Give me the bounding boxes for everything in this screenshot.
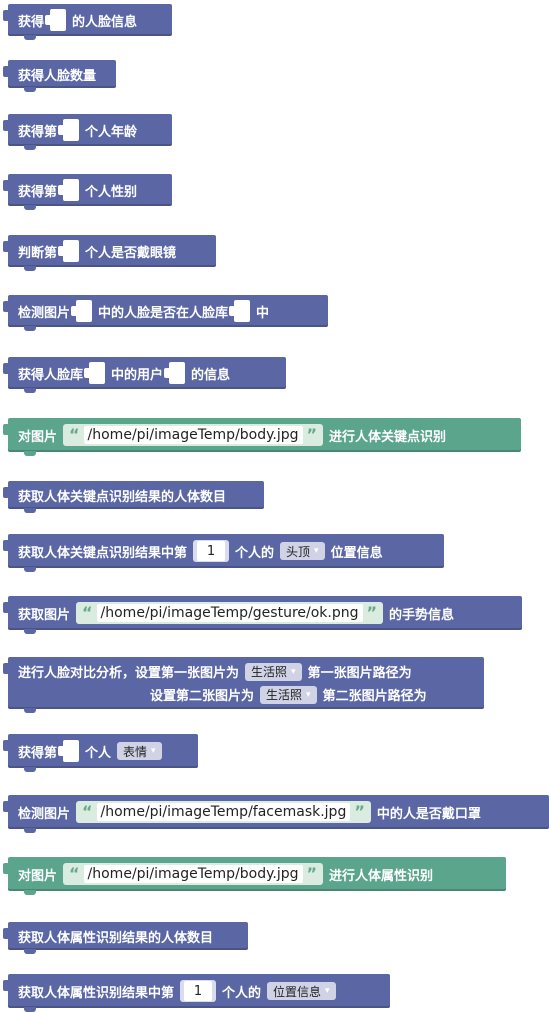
chevron-down-icon: ▾: [314, 546, 319, 556]
block-label: 获取人体属性识别结果的人体数目: [18, 930, 214, 946]
input-socket[interactable]: [58, 740, 80, 762]
block-label: 获得人脸库: [18, 367, 84, 383]
block-label: 个人性别: [85, 184, 138, 200]
dropdown-value: 表情: [123, 744, 148, 759]
block-label: 的人脸信息: [72, 14, 138, 30]
body-keypoint-count-block[interactable]: 获取人体关键点识别结果的人体数目: [3, 481, 264, 513]
face-compare-row-2: 设置第二张图片为 生活照 ▾ 第二张图片路径为: [150, 685, 427, 704]
string-value[interactable]: /home/pi/imageTemp/gesture/ok.png: [96, 604, 363, 622]
block-label: 个人年龄: [85, 124, 138, 140]
block-label: 第二张图片路径为: [322, 689, 427, 704]
body-attribute-position-block[interactable]: 获取人体属性识别结果中第 1 个人的 位置信息 ▾: [3, 974, 390, 1012]
body-keypoint-position-block[interactable]: 获取人体关键点识别结果中第 1 个人的 头顶 ▾ 位置信息: [3, 534, 444, 572]
input-socket[interactable]: [164, 362, 186, 384]
block-label: 进行人体属性识别: [329, 868, 434, 884]
number-input[interactable]: 1: [193, 540, 230, 562]
block-label: 中的人是否戴口罩: [376, 806, 481, 822]
input-socket[interactable]: [58, 179, 80, 201]
block-label: 的手势信息: [389, 607, 455, 623]
dropdown-value: 生活照: [266, 688, 303, 702]
dropdown-value: 头顶: [286, 544, 311, 559]
chevron-down-icon: ▾: [325, 986, 330, 996]
quote-close-icon: ”: [306, 425, 318, 444]
input-socket[interactable]: [45, 9, 67, 31]
block-label: 获取人体关键点识别结果的人体数目: [18, 489, 227, 505]
string-input[interactable]: “ /home/pi/imageTemp/body.jpg ”: [63, 863, 324, 885]
chevron-down-icon: ▾: [151, 746, 156, 756]
block-label: 中的人脸是否在人脸库: [98, 305, 229, 321]
get-face-info-block[interactable]: 获得 的人脸信息: [3, 4, 172, 40]
quote-open-icon: “: [82, 603, 93, 622]
block-label: 个人的: [235, 545, 275, 561]
facemask-detect-block[interactable]: 检测图片 “ /home/pi/imageTemp/facemask.jpg ”…: [3, 795, 549, 833]
quote-open-icon: “: [82, 802, 93, 821]
quote-open-icon: “: [69, 864, 80, 883]
input-socket[interactable]: [58, 119, 80, 141]
get-expression-block[interactable]: 获得第 个人 表情 ▾: [3, 734, 198, 772]
get-age-block[interactable]: 获得第 个人年龄: [3, 114, 172, 150]
string-value[interactable]: /home/pi/imageTemp/body.jpg: [83, 865, 303, 883]
block-label: 检测图片: [18, 806, 71, 822]
string-input[interactable]: “ /home/pi/imageTemp/facemask.jpg ”: [76, 801, 371, 823]
block-label: 对图片: [18, 429, 58, 445]
face-in-library-block[interactable]: 检测图片 中的人脸是否在人脸库 中: [3, 295, 328, 331]
input-socket[interactable]: [71, 300, 93, 322]
chevron-down-icon: ▾: [291, 666, 296, 677]
block-label: 检测图片: [18, 305, 71, 321]
block-label: 个人是否戴眼镜: [85, 245, 177, 261]
face-compare-block[interactable]: 进行人脸对比分析，设置第一张图片为 生活照 ▾ 第一张图片路径为 设置第二张图片…: [3, 657, 484, 713]
image-type-dropdown-1[interactable]: 生活照 ▾: [245, 662, 302, 681]
block-label: 获取图片: [18, 607, 71, 623]
get-gender-block[interactable]: 获得第 个人性别: [3, 174, 172, 210]
body-keypoint-block[interactable]: 对图片 “ /home/pi/imageTemp/body.jpg ” 进行人体…: [3, 418, 521, 456]
block-label: 个人: [85, 745, 112, 761]
number-value[interactable]: 1: [184, 981, 213, 1001]
number-input[interactable]: 1: [180, 980, 217, 1002]
block-label: 获得第: [18, 184, 58, 200]
block-label: 位置信息: [330, 545, 383, 561]
dropdown-value: 位置信息: [273, 984, 322, 999]
number-value[interactable]: 1: [197, 541, 226, 561]
string-value[interactable]: /home/pi/imageTemp/body.jpg: [83, 426, 303, 444]
block-label: 获得第: [18, 124, 58, 140]
block-label: 中的用户: [111, 367, 164, 383]
check-glasses-block[interactable]: 判断第 个人是否戴眼镜: [3, 235, 216, 271]
block-label: 中: [256, 305, 270, 321]
body-attribute-count-block[interactable]: 获取人体属性识别结果的人体数目: [3, 922, 248, 954]
block-label: 对图片: [18, 868, 58, 884]
face-compare-row-1: 进行人脸对比分析，设置第一张图片为 生活照 ▾ 第一张图片路径为: [18, 662, 412, 681]
block-label: 设置第二张图片为: [150, 689, 255, 704]
block-label: 获取人体属性识别结果中第: [18, 985, 175, 1001]
string-value[interactable]: /home/pi/imageTemp/facemask.jpg: [96, 803, 351, 821]
input-socket[interactable]: [229, 300, 251, 322]
block-label: 获取人体关键点识别结果中第: [18, 545, 188, 561]
quote-open-icon: “: [69, 425, 80, 444]
image-type-dropdown-2[interactable]: 生活照 ▾: [260, 685, 317, 704]
quote-close-icon: ”: [306, 864, 318, 883]
block-label: 的信息: [191, 367, 231, 383]
string-input[interactable]: “ /home/pi/imageTemp/body.jpg ”: [63, 424, 324, 446]
block-label: 个人的: [222, 985, 262, 1001]
quote-close-icon: ”: [354, 802, 365, 821]
get-user-info-block[interactable]: 获得人脸库 中的用户 的信息: [3, 357, 286, 393]
attribute-dropdown[interactable]: 位置信息 ▾: [267, 982, 336, 1000]
keypoint-dropdown[interactable]: 头顶 ▾: [280, 542, 325, 560]
string-input[interactable]: “ /home/pi/imageTemp/gesture/ok.png ”: [76, 602, 384, 624]
quote-close-icon: ”: [366, 603, 378, 622]
block-label: 获得: [18, 14, 45, 30]
input-socket[interactable]: [84, 362, 106, 384]
expression-dropdown[interactable]: 表情 ▾: [117, 742, 162, 760]
chevron-down-icon: ▾: [306, 689, 311, 700]
block-label: 进行人体关键点识别: [329, 429, 447, 445]
get-face-count-block[interactable]: 获得人脸数量: [3, 60, 116, 92]
block-label: 判断第: [18, 245, 58, 261]
gesture-info-block[interactable]: 获取图片 “ /home/pi/imageTemp/gesture/ok.png…: [3, 596, 522, 634]
block-label: 进行人脸对比分析，设置第一张图片为: [18, 666, 240, 681]
block-label: 获得人脸数量: [18, 68, 97, 84]
input-socket[interactable]: [58, 240, 80, 262]
dropdown-value: 生活照: [251, 665, 288, 679]
block-label: 获得第: [18, 745, 58, 761]
block-label: 第一张图片路径为: [307, 666, 412, 681]
body-attribute-block[interactable]: 对图片 “ /home/pi/imageTemp/body.jpg ” 进行人体…: [3, 857, 506, 895]
